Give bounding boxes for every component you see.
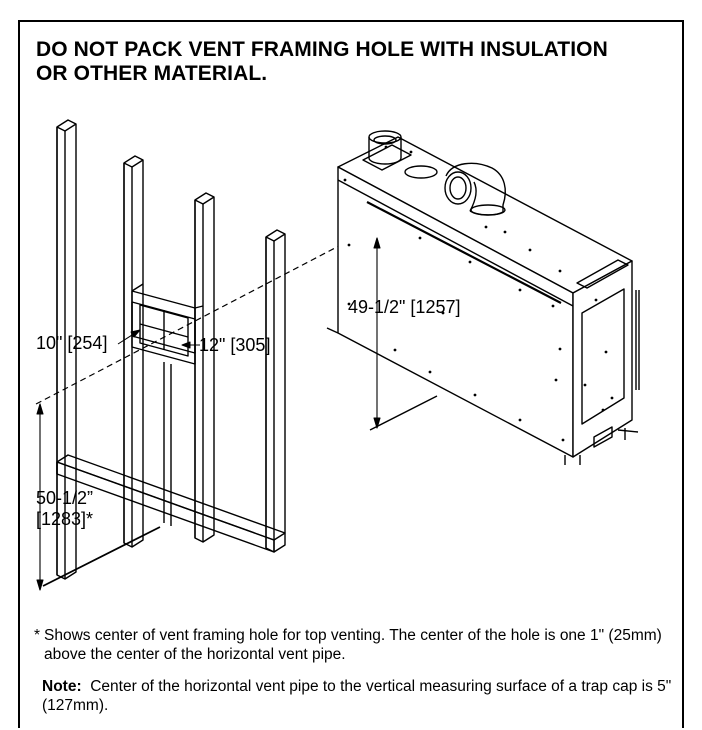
top-knockout xyxy=(404,165,438,179)
appliance-height-dimension xyxy=(369,237,438,431)
hole-dimension-leaders xyxy=(117,329,200,349)
hole-height-label: 12" [305] xyxy=(199,335,271,355)
stud-3 xyxy=(194,192,215,543)
framing-height-dimension xyxy=(36,403,161,591)
warning-heading-line-2: OR OTHER MATERIAL. xyxy=(36,62,268,85)
framing-height-label-line-2: [1283]* xyxy=(36,509,94,529)
note-text: Center of the horizontal vent pipe to th… xyxy=(42,678,672,714)
footnote: * Shows center of vent framing hole for … xyxy=(34,626,674,664)
footnote-text: Shows center of vent framing hole for to… xyxy=(44,627,662,663)
stud-2 xyxy=(123,155,144,548)
wall-framing xyxy=(56,119,286,580)
note-label: Note: xyxy=(42,678,82,695)
appliance-rivets xyxy=(343,145,614,442)
fireplace-appliance xyxy=(326,136,640,465)
appliance-height-label: 49-1/2" [1257] xyxy=(348,297,461,317)
stud-4 xyxy=(265,229,286,553)
warning-heading: DO NOT PACK VENT FRAMING HOLE WITH INSUL… xyxy=(36,38,676,86)
vent-centerline xyxy=(35,187,451,405)
note: Note: Center of the horizontal vent pipe… xyxy=(42,677,672,715)
cripple-studs xyxy=(163,362,172,526)
bottom-plate xyxy=(56,454,286,553)
framing-height-label-line-1: 50-1/2” xyxy=(36,488,94,508)
footnote-mark: * xyxy=(34,627,41,644)
warning-heading-line-1: DO NOT PACK VENT FRAMING HOLE WITH INSUL… xyxy=(36,38,608,61)
instruction-frame xyxy=(18,20,684,728)
hole-width-label: 10" [254] xyxy=(36,333,108,353)
vent-elbow xyxy=(444,162,506,216)
top-vent-collar xyxy=(362,130,412,171)
